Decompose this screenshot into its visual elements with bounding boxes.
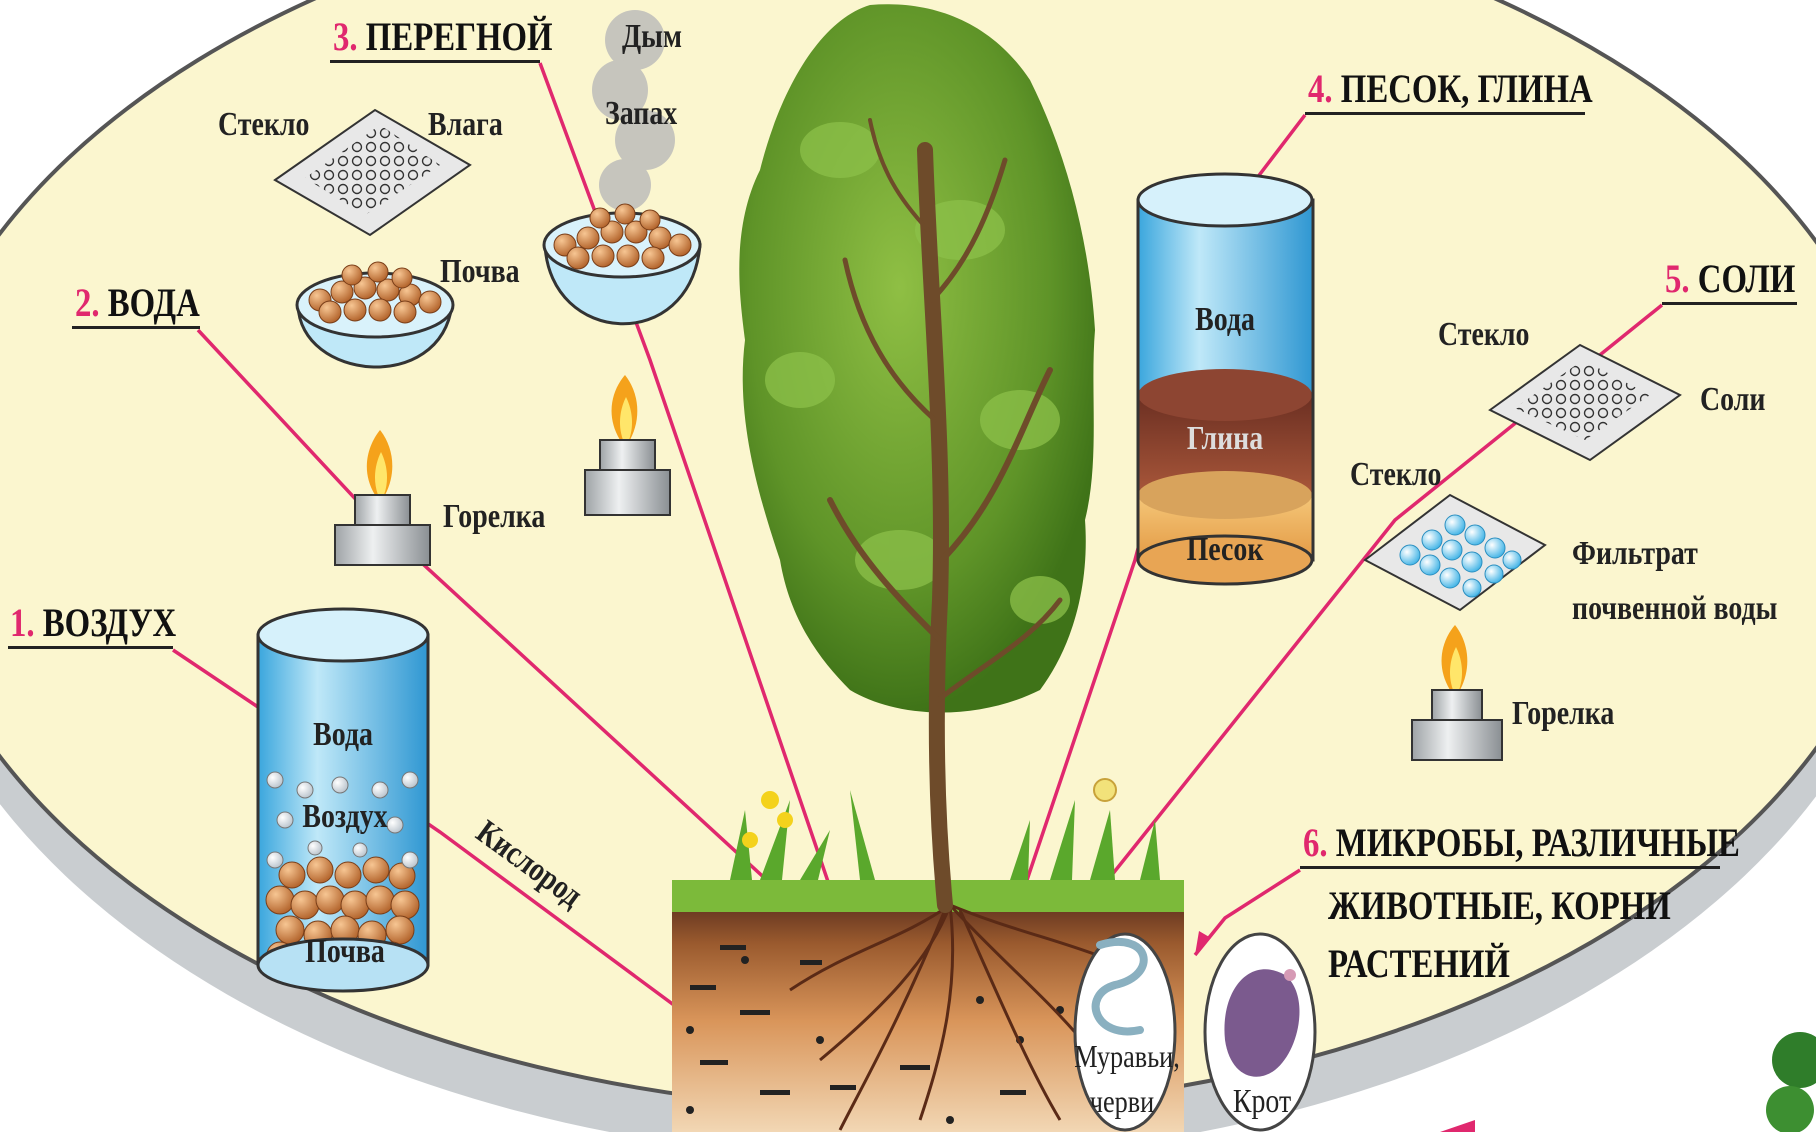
- cylinder-water-label: Вода: [1195, 303, 1255, 337]
- heading-underline: [1300, 866, 1720, 869]
- heading-microbes-line3: РАСТЕНИЙ: [1328, 944, 1510, 984]
- heading-salts: 5. СОЛИ: [1665, 259, 1795, 299]
- filtrate-label-line2: почвенной воды: [1572, 592, 1777, 626]
- salts-label: Соли: [1700, 383, 1765, 417]
- heading-water: 2. ВОДА: [75, 283, 200, 323]
- salts-burner-label: Горелка: [1512, 697, 1614, 731]
- smoke-label: Дым: [622, 20, 682, 54]
- heading-microbes-line2: ЖИВОТНЫЕ, КОРНИ: [1328, 886, 1671, 926]
- heading-underline: [1662, 302, 1797, 305]
- air-water-label: Вода: [313, 718, 373, 752]
- burner-label: Горелка: [443, 500, 545, 534]
- salts-glass-bottom-label: Стекло: [1350, 458, 1441, 492]
- heading-microbes: 6. МИКРОБЫ, РАЗЛИЧНЫЕ: [1303, 823, 1740, 863]
- mole-label: Крот: [1233, 1085, 1291, 1119]
- sand-label: Песок: [1187, 533, 1264, 567]
- filtrate-label-line1: Фильтрат: [1572, 537, 1698, 571]
- moisture-label: Влага: [428, 108, 503, 142]
- ants-label-line1: Муравьи,: [1074, 1040, 1180, 1072]
- glass-label: Стекло: [218, 108, 309, 142]
- soil-label: Почва: [440, 255, 520, 289]
- heading-underline: [72, 326, 200, 329]
- heading-underline: [8, 646, 173, 649]
- heading-underline: [1305, 112, 1585, 115]
- salts-glass-top-label: Стекло: [1438, 318, 1529, 352]
- air-air-label: Воздух: [302, 800, 387, 834]
- sand-clay-cylinder: [1138, 174, 1313, 584]
- heading-sand-clay: 4. ПЕСОК, ГЛИНА: [1308, 69, 1593, 109]
- heading-underline: [330, 60, 540, 63]
- ants-label-line2: черви: [1090, 1085, 1154, 1117]
- air-soil-label: Почва: [305, 935, 385, 969]
- clay-label: Глина: [1187, 422, 1263, 456]
- heading-air: 1. ВОЗДУХ: [10, 603, 176, 643]
- smell-label: Запах: [605, 97, 677, 131]
- heading-humus: 3. ПЕРЕГНОЙ: [333, 17, 553, 57]
